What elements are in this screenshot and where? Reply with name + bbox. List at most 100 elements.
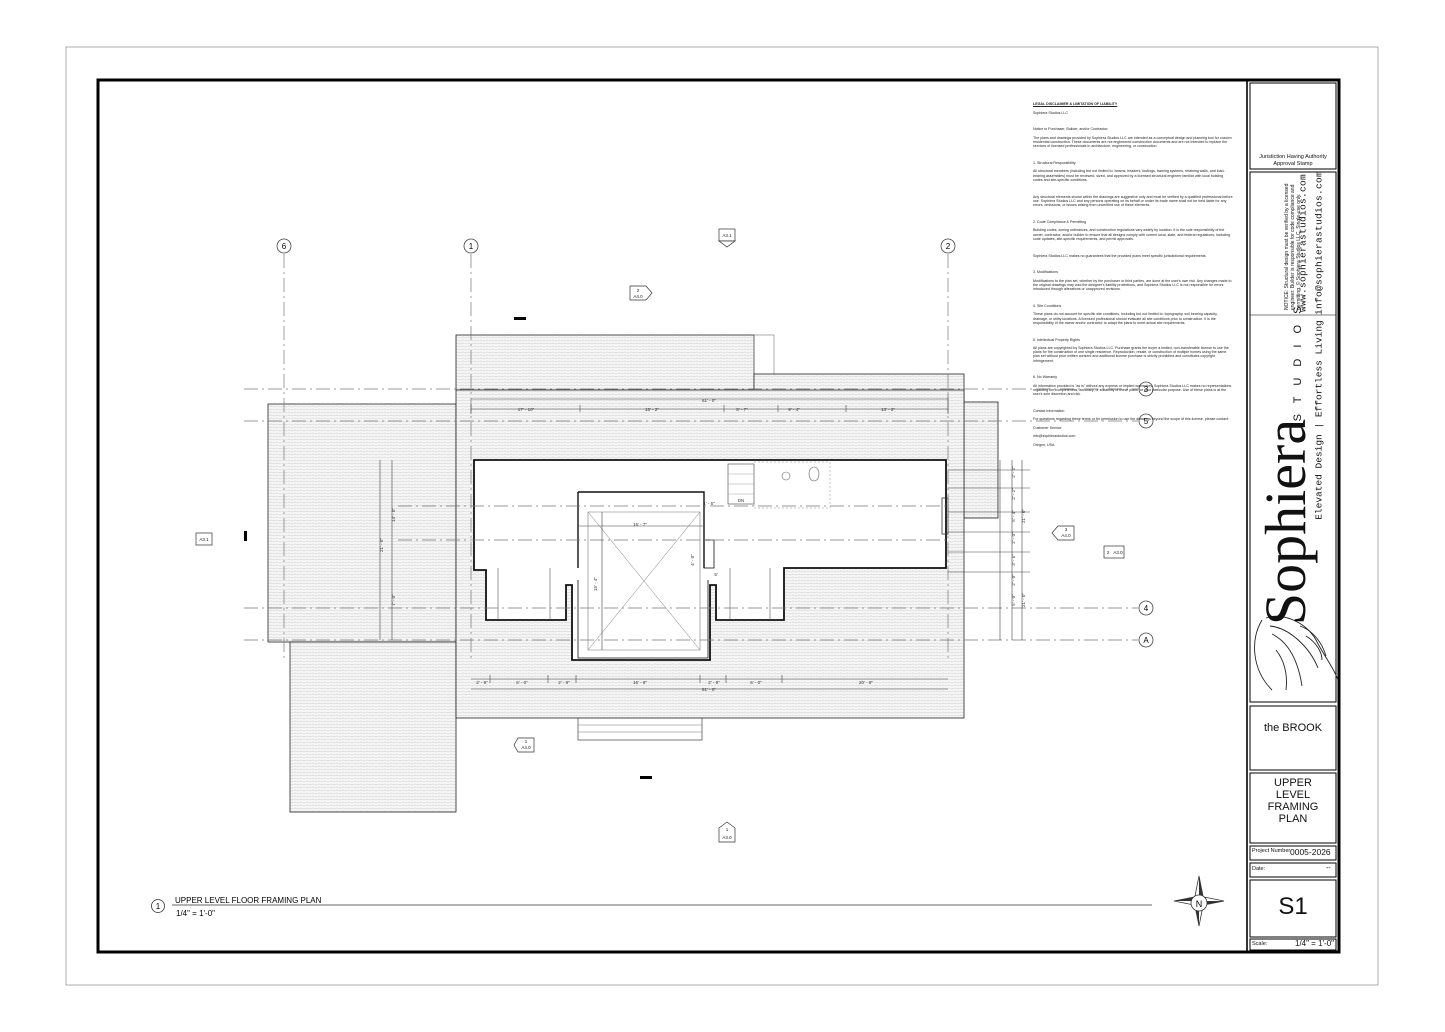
dim-right-seg: 2' - 2"	[1011, 488, 1016, 500]
legal-s2-body2: Sophiera Studios LLC makes no guarantees…	[1033, 253, 1207, 258]
dim-top-seg: 5' - 7"	[736, 407, 748, 412]
email-link[interactable]: info@sophierastudios.com	[1313, 170, 1325, 316]
grid-label-6: 6	[282, 242, 287, 251]
section-sheet-right: A4.0	[1061, 533, 1071, 538]
dim-top-seg: 15' - 2"	[645, 407, 659, 412]
dim-top-seg: 9' - 4"	[788, 407, 800, 412]
sheet-tag-left: A3.1	[199, 537, 209, 542]
dim-bottom-seg: 16' - 8"	[633, 680, 647, 685]
dim-right-overall-lower: 21' - 0"	[1021, 593, 1026, 607]
dim-right-seg: 5' - 4"	[1011, 510, 1016, 522]
date-value: --	[1326, 865, 1331, 872]
scale-label: Scale:	[1252, 941, 1268, 947]
legal-s1-body2: Any structural elements shown within the…	[1033, 194, 1233, 208]
grid-label-2: 2	[946, 242, 951, 251]
legal-contact-email: info@sophierastudios.com	[1033, 434, 1076, 439]
grid-label-5: 5	[1144, 417, 1149, 426]
page-border	[65, 46, 1379, 986]
sheet-title-line-1: UPPER	[1274, 777, 1312, 789]
view-scale: 1/4" = 1'-0"	[176, 909, 215, 918]
sheet-number: S1	[1278, 893, 1308, 920]
section-num-bottom: 1	[525, 739, 528, 744]
elev-num-bottom: 1	[726, 827, 729, 832]
legal-company: Sophiera Studios LLC	[1033, 110, 1068, 115]
dim-bottom-seg: 6' - 0"	[750, 680, 762, 685]
grid-label-a: A	[1143, 636, 1149, 645]
dim-bottom-seg: 20' - 8"	[859, 680, 873, 685]
section-sheet-bottom: A4.0	[521, 745, 531, 750]
scale-value: 1/4" = 1'-0"	[1295, 939, 1335, 948]
legal-s6-body: All information provided is "as is" with…	[1033, 383, 1232, 397]
dim-left-seg: 7' - 0"	[391, 594, 396, 606]
grid-label-3: 3	[1144, 385, 1149, 394]
legal-contact-location: Oregon, USA	[1033, 442, 1055, 447]
sheet-title: UPPER LEVEL FRAMING PLAN	[1252, 777, 1334, 825]
date-label: Date:	[1252, 866, 1266, 872]
legal-s6-title: 6. No Warranty	[1033, 375, 1058, 380]
brand-name: Sophiera	[1253, 418, 1318, 626]
dim-top-seg: 17' - 10"	[518, 407, 535, 412]
legal-heading: LEGAL DISCLAIMER & LIMITATION OF LIABILI…	[1033, 102, 1118, 107]
dim-center-width: 15' - 7"	[633, 522, 647, 527]
north-label: N	[1196, 899, 1203, 909]
brand-tagline: Elevated Design | Effortless Living	[1313, 320, 1325, 520]
dim-small-b: 5'	[714, 572, 718, 577]
legal-s3-body: Modifications to the plan set, whether b…	[1033, 278, 1232, 292]
north-arrow-icon	[1173, 875, 1225, 927]
legal-contact-body: For questions regarding these terms or f…	[1033, 417, 1229, 422]
legal-s4-title: 4. Site Conditions	[1033, 303, 1062, 308]
stair-dn-label: DN	[738, 498, 745, 503]
legal-s1-title: 1. Structural Responsibility	[1033, 161, 1076, 166]
floor-outline	[473, 459, 949, 661]
dim-center-height: 15' - 4"	[593, 577, 598, 591]
project-name: the BROOK	[1263, 722, 1323, 734]
brand-logo-icon	[1254, 615, 1339, 691]
legal-s2-title: 2. Code Compliance & Permitting	[1033, 219, 1087, 224]
legal-contact-title: Contact Information	[1033, 409, 1065, 414]
project-number-label: Project Number	[1252, 848, 1291, 854]
dim-left-overall: 21' - 0"	[379, 538, 384, 552]
legal-intro: The plans and drawings provided by Sophi…	[1033, 135, 1232, 149]
dim-top-seg: 13' - 2"	[881, 407, 895, 412]
sheet-title-line-2: LEVEL	[1275, 789, 1311, 801]
dim-top-overall: 61' - 0"	[702, 398, 716, 403]
dim-left-seg: 14' - 0"	[391, 508, 396, 522]
dimension-lines	[379, 398, 1023, 690]
dimension-ticks	[470, 394, 949, 683]
legal-s3-title: 3. Modifications	[1033, 270, 1058, 275]
elev-num-right: 2	[1107, 550, 1110, 555]
legal-s5-title: 5. Intellectual Property Rights	[1033, 337, 1080, 342]
grid-label-4: 4	[1144, 604, 1149, 613]
gridlines	[244, 254, 1138, 660]
view-number-bubble	[151, 899, 165, 913]
legal-notice-to: Notice to Purchaser, Builder, and/or Con…	[1033, 127, 1109, 132]
sheet-title-line-3: FRAMING	[1267, 801, 1319, 813]
legal-disclaimer: LEGAL DISCLAIMER & LIMITATION OF LIABILI…	[1033, 98, 1233, 451]
dim-right-seg: 2' - 2"	[1011, 466, 1016, 478]
website-link[interactable]: www.sophierastudios.com	[1297, 173, 1309, 313]
dim-bottom-seg: 2' - 9"	[476, 680, 488, 685]
section-num-top: 2	[637, 288, 640, 293]
dim-bottom-overall: 61' - 0"	[702, 687, 716, 692]
dim-bottom-seg: 6' - 0"	[516, 680, 528, 685]
brand-studios: S T U D I O S	[1292, 302, 1304, 422]
sheet-title-line-4: PLAN	[1278, 813, 1308, 825]
legal-s2-body: Building codes, zoning ordinances, and c…	[1033, 228, 1231, 241]
view-title: UPPER LEVEL FLOOR FRAMING PLAN	[175, 896, 322, 905]
dim-right-seg: 3' - 5"	[1011, 554, 1016, 566]
dim-bottom-seg: 2' - 9"	[708, 680, 720, 685]
grid-bubbles	[276, 238, 1154, 648]
dim-small-a: 1' - 6"	[703, 501, 715, 506]
approval-line-1: Juristiction Having Authority	[1259, 154, 1327, 160]
approval-stamp-label: Juristiction Having Authority Approval S…	[1252, 154, 1334, 167]
legal-s4-body: These plans do not account for specific …	[1033, 312, 1218, 325]
elev-sheet-right: A3.0	[1113, 550, 1123, 555]
view-number: 1	[156, 902, 161, 911]
grid-label-1: 1	[469, 242, 474, 251]
dim-stair-width: 4' - 0"	[690, 554, 695, 566]
drawing-frame	[96, 78, 1341, 954]
legal-contact-name: Customer Service	[1033, 425, 1062, 430]
section-num-right: 3	[1065, 527, 1068, 532]
elev-sheet-bottom: A3.0	[722, 835, 732, 840]
